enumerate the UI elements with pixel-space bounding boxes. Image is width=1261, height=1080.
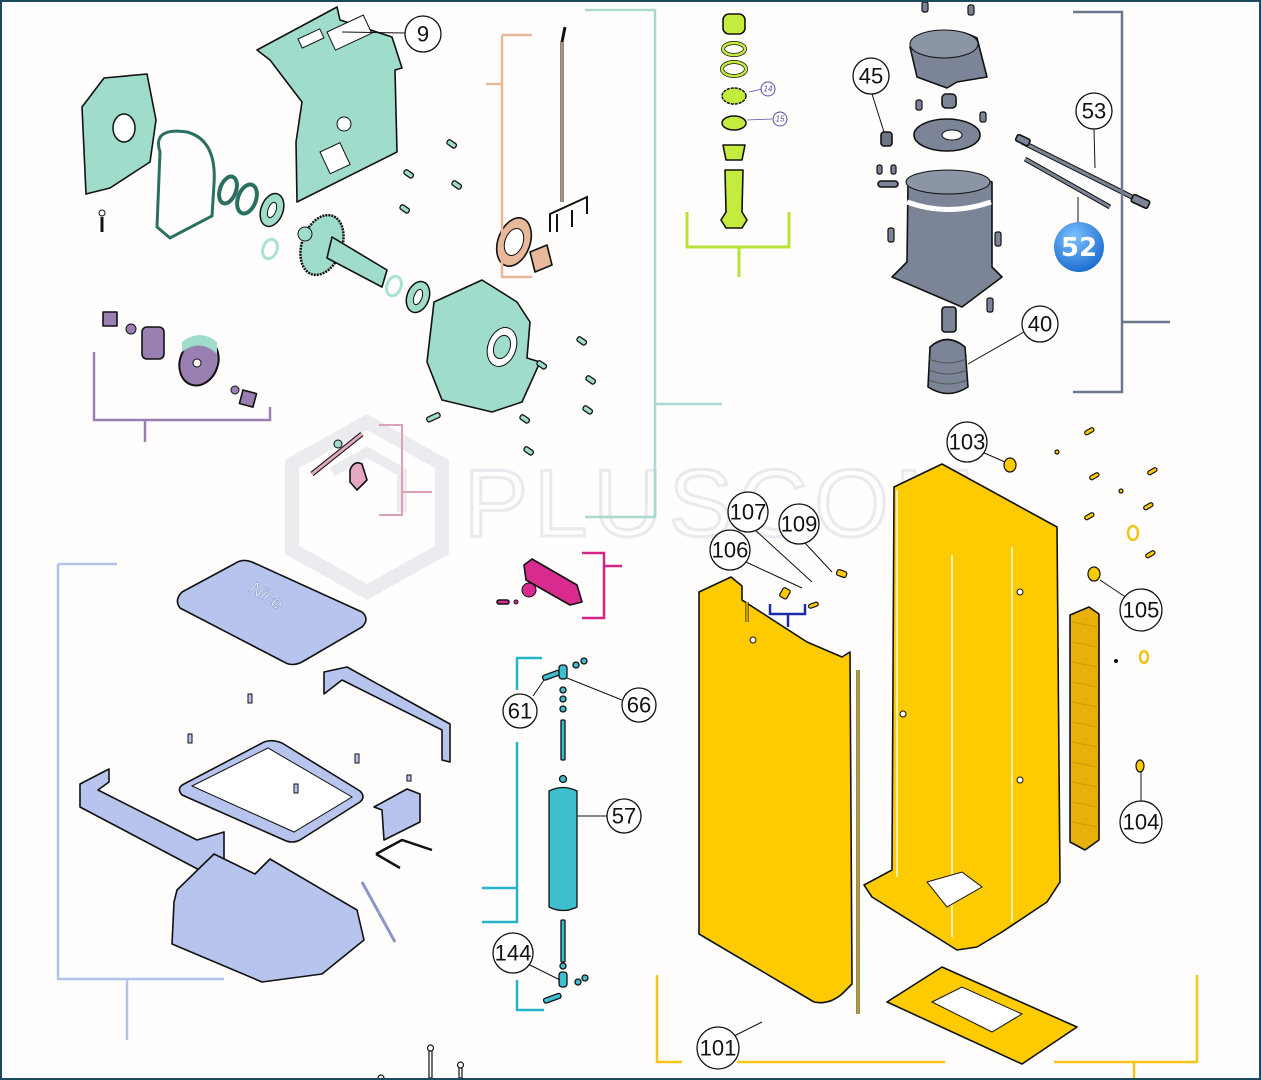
rubber-strip-part	[1069, 606, 1100, 851]
svg-text:105: 105	[1123, 598, 1160, 623]
svg-text:104: 104	[1123, 810, 1160, 835]
callout-14: 14	[748, 81, 776, 97]
callout-109: 109	[778, 503, 833, 573]
spring-group	[482, 656, 589, 1012]
svg-text:14: 14	[764, 85, 773, 94]
reducer-group	[92, 311, 272, 442]
svg-text:45: 45	[859, 64, 883, 89]
callout-66: 66	[566, 677, 657, 723]
svg-text:53: 53	[1082, 99, 1106, 124]
svg-text:40: 40	[1028, 312, 1052, 337]
mounting-plate-part	[256, 6, 403, 203]
svg-text:61: 61	[508, 699, 532, 724]
gear-housing-part	[426, 279, 541, 413]
callout-53: 53	[1075, 92, 1113, 169]
callout-40: 40	[967, 305, 1059, 365]
clutch-group-bracket	[379, 424, 432, 516]
svg-text:103: 103	[949, 430, 986, 455]
motor-group-bracket	[1073, 10, 1170, 394]
callout-57: 57	[578, 798, 642, 834]
callout-52-badge: 52	[1054, 197, 1104, 272]
callout-45: 45	[852, 57, 890, 133]
svg-text:52: 52	[1061, 233, 1097, 263]
watermark-hex-logo	[285, 413, 449, 601]
lever-group	[496, 551, 622, 620]
gearbox-group-bracket	[585, 8, 722, 519]
gas-spring-part	[548, 786, 578, 912]
bottom-fasteners	[377, 1044, 465, 1078]
limit-switch-group	[486, 26, 588, 279]
limit-switch-bracket	[486, 33, 532, 279]
housing-group-bracket	[655, 975, 1199, 1078]
callout-61: 61	[502, 679, 545, 729]
callout-107: 107	[727, 491, 813, 583]
callout-103: 103	[946, 421, 1006, 463]
spring-group-bracket	[482, 656, 544, 1012]
svg-text:15: 15	[776, 115, 785, 124]
svg-text:57: 57	[612, 804, 636, 829]
housing-group	[655, 427, 1199, 1078]
svg-text:66: 66	[627, 693, 651, 718]
lever-group-bracket	[582, 551, 622, 620]
callout-104: 104	[1119, 772, 1163, 844]
callout-106: 106	[709, 529, 803, 589]
reducer-group-bracket	[92, 352, 272, 442]
callout-144: 144	[492, 932, 561, 981]
svg-text:9: 9	[417, 22, 429, 47]
lever-arm-part	[523, 558, 583, 606]
svg-text:107: 107	[730, 500, 767, 525]
watermark: PLUSCOM	[285, 413, 976, 601]
bolt-group	[685, 13, 791, 277]
clutch-group	[310, 424, 432, 516]
base-tray-part	[171, 853, 365, 983]
svg-text:106: 106	[712, 538, 749, 563]
gearbox-group	[81, 6, 722, 519]
bellows-part	[927, 338, 969, 395]
callout-101: 101	[696, 1021, 763, 1070]
main-column-part	[863, 463, 1061, 951]
svg-text:109: 109	[781, 512, 818, 537]
cover-group: Nice	[56, 559, 451, 1040]
front-panel-part	[698, 576, 853, 1004]
svg-text:101: 101	[700, 1036, 737, 1061]
top-cover-part	[176, 559, 367, 666]
brace-group-bracket	[768, 604, 807, 627]
cover-group-bracket	[56, 562, 224, 1040]
callout-105: 105	[1099, 579, 1163, 632]
motor-group	[876, 2, 1170, 395]
callout-9: 9	[341, 15, 442, 53]
bolt-group-bracket	[685, 212, 791, 277]
svg-text:144: 144	[495, 941, 532, 966]
callout-15: 15	[746, 111, 788, 127]
